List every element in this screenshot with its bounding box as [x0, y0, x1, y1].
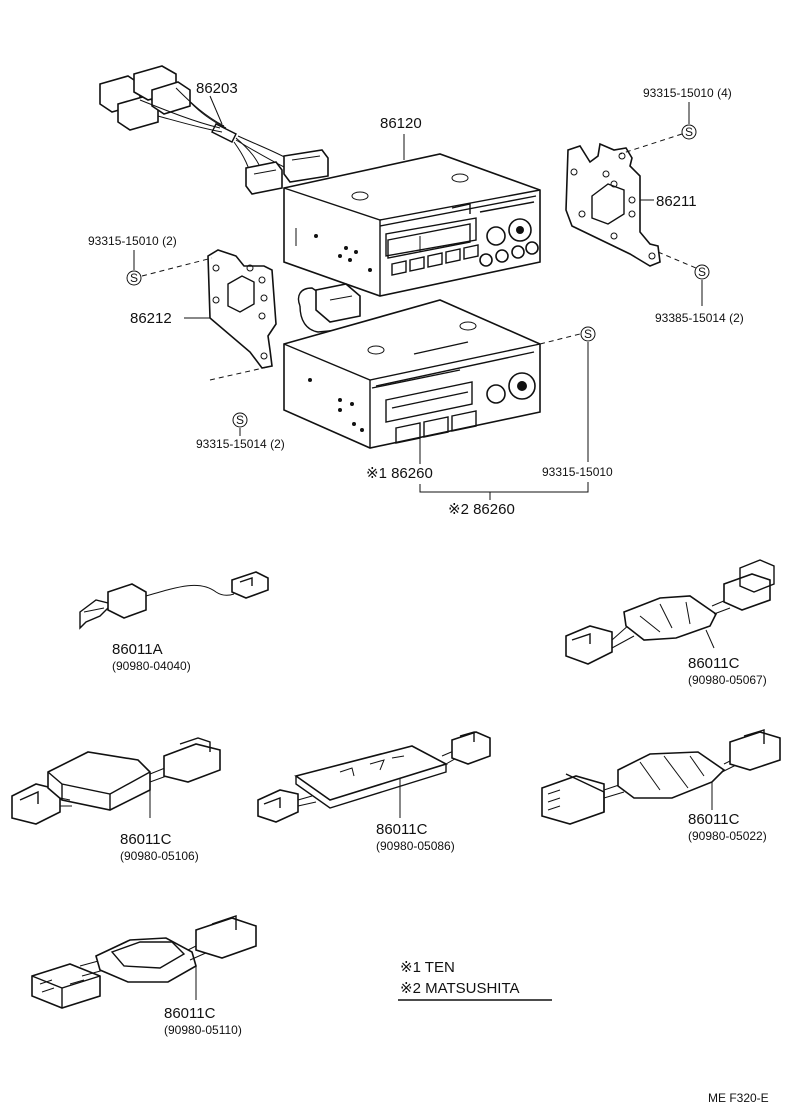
label-86011c-05067: 86011C [688, 655, 740, 672]
screw-symbol: S [584, 327, 592, 341]
harness-86011c-05106-illustration [11, 737, 221, 825]
label-86211: 86211 [656, 193, 697, 210]
screw-symbol: S [130, 271, 138, 285]
label-screw-bottom-right: 93315-15010 [542, 465, 613, 479]
label-screw-top-right: 93315-15010 (4) [643, 86, 732, 100]
legend-note-matsushita: ※2 MATSUSHITA [400, 980, 520, 997]
label-86260-ten: ※1 86260 [366, 465, 433, 482]
screw-icon [126, 270, 142, 286]
ref-86011c-05086: (90980-05086) [376, 839, 455, 853]
label-86011a: 86011A [112, 641, 163, 658]
screw-path-line [657, 251, 697, 269]
radio-86120-illustration [283, 153, 541, 297]
harness-86203-illustration [99, 65, 329, 195]
label-86260-matsushita: ※2 86260 [448, 501, 515, 518]
leader-86011c-05067 [705, 629, 715, 649]
screw-path-line [209, 365, 273, 381]
harness-86011a-illustration [79, 571, 269, 630]
screw-symbol: S [236, 413, 244, 427]
screw-path-line [539, 333, 581, 345]
bracket-86211-illustration [565, 142, 661, 267]
label-86011c-05022: 86011C [688, 811, 740, 828]
screw-icon [694, 264, 710, 280]
label-86120: 86120 [380, 115, 422, 132]
label-screw-left: 93315-15010 (2) [88, 234, 177, 248]
screw-symbol: S [685, 125, 693, 139]
harness-86011c-05110-illustration [31, 915, 257, 1009]
harness-86011c-05067-illustration [565, 559, 775, 665]
label-86011c-05106: 86011C [120, 831, 172, 848]
screw-path-line [619, 133, 683, 155]
ref-86011c-05067: (90980-05067) [688, 673, 767, 687]
ref-86011c-05022: (90980-05022) [688, 829, 767, 843]
screw-icon [580, 326, 596, 342]
label-86011c-05086: 86011C [376, 821, 428, 838]
group-bracket-86260 [419, 482, 589, 493]
bracket-86212-illustration [207, 249, 277, 369]
harness-86011c-05086-illustration [257, 731, 491, 823]
label-86011c-05110: 86011C [164, 1005, 216, 1022]
ref-86011c-05106: (90980-05106) [120, 849, 199, 863]
ref-86011a: (90980-04040) [112, 659, 191, 673]
screw-icon [681, 124, 697, 140]
label-86212: 86212 [130, 310, 172, 327]
label-86203: 86203 [196, 80, 238, 97]
screw-icon [232, 412, 248, 428]
drawing-code: ME F320-E [708, 1091, 769, 1105]
ref-86011c-05110: (90980-05110) [164, 1023, 242, 1037]
harness-86011c-05022-illustration [541, 729, 781, 825]
legend-note-ten: ※1 TEN [400, 959, 455, 976]
label-screw-right-lower: 93385-15014 (2) [655, 311, 744, 325]
screw-symbol: S [698, 265, 706, 279]
screw-path-line [141, 257, 213, 277]
label-screw-bottom-left: 93315-15014 (2) [196, 437, 285, 451]
deck-86260-illustration [283, 283, 541, 449]
